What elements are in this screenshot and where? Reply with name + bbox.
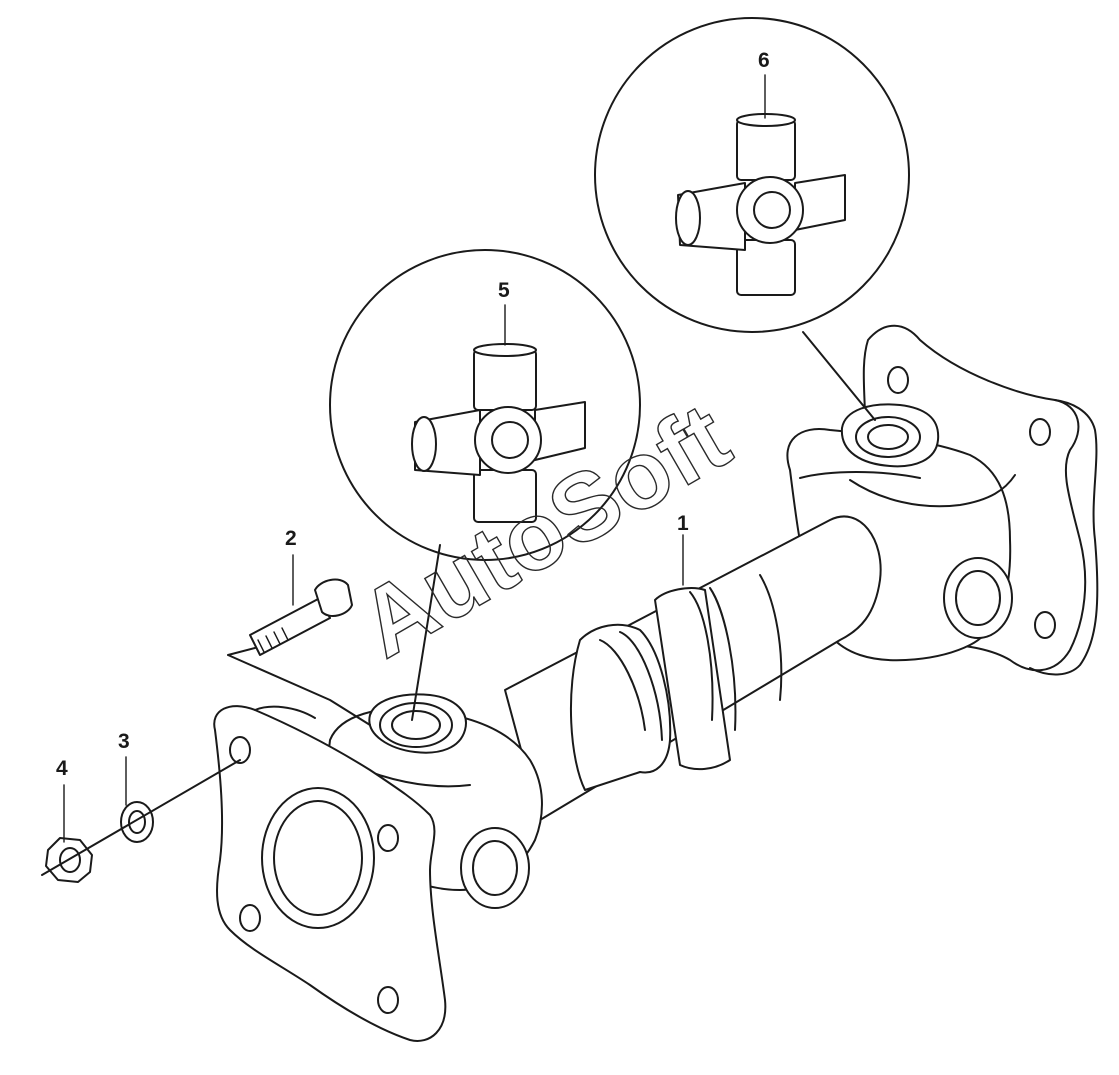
detail-circle-rear xyxy=(594,17,910,421)
front-flange xyxy=(213,705,447,1042)
bolt xyxy=(227,578,371,726)
spider-rear xyxy=(675,113,846,296)
nut xyxy=(41,759,241,883)
callout-3: 3 xyxy=(118,730,130,753)
washer xyxy=(120,801,154,843)
callout-2: 2 xyxy=(285,527,297,550)
callout-6: 6 xyxy=(758,49,770,72)
detail-circle-front xyxy=(329,249,641,721)
spider-front xyxy=(411,343,586,523)
callout-1: 1 xyxy=(677,512,689,535)
callout-4: 4 xyxy=(56,757,68,780)
shaft-tube xyxy=(504,515,882,821)
callout-5: 5 xyxy=(498,279,510,302)
